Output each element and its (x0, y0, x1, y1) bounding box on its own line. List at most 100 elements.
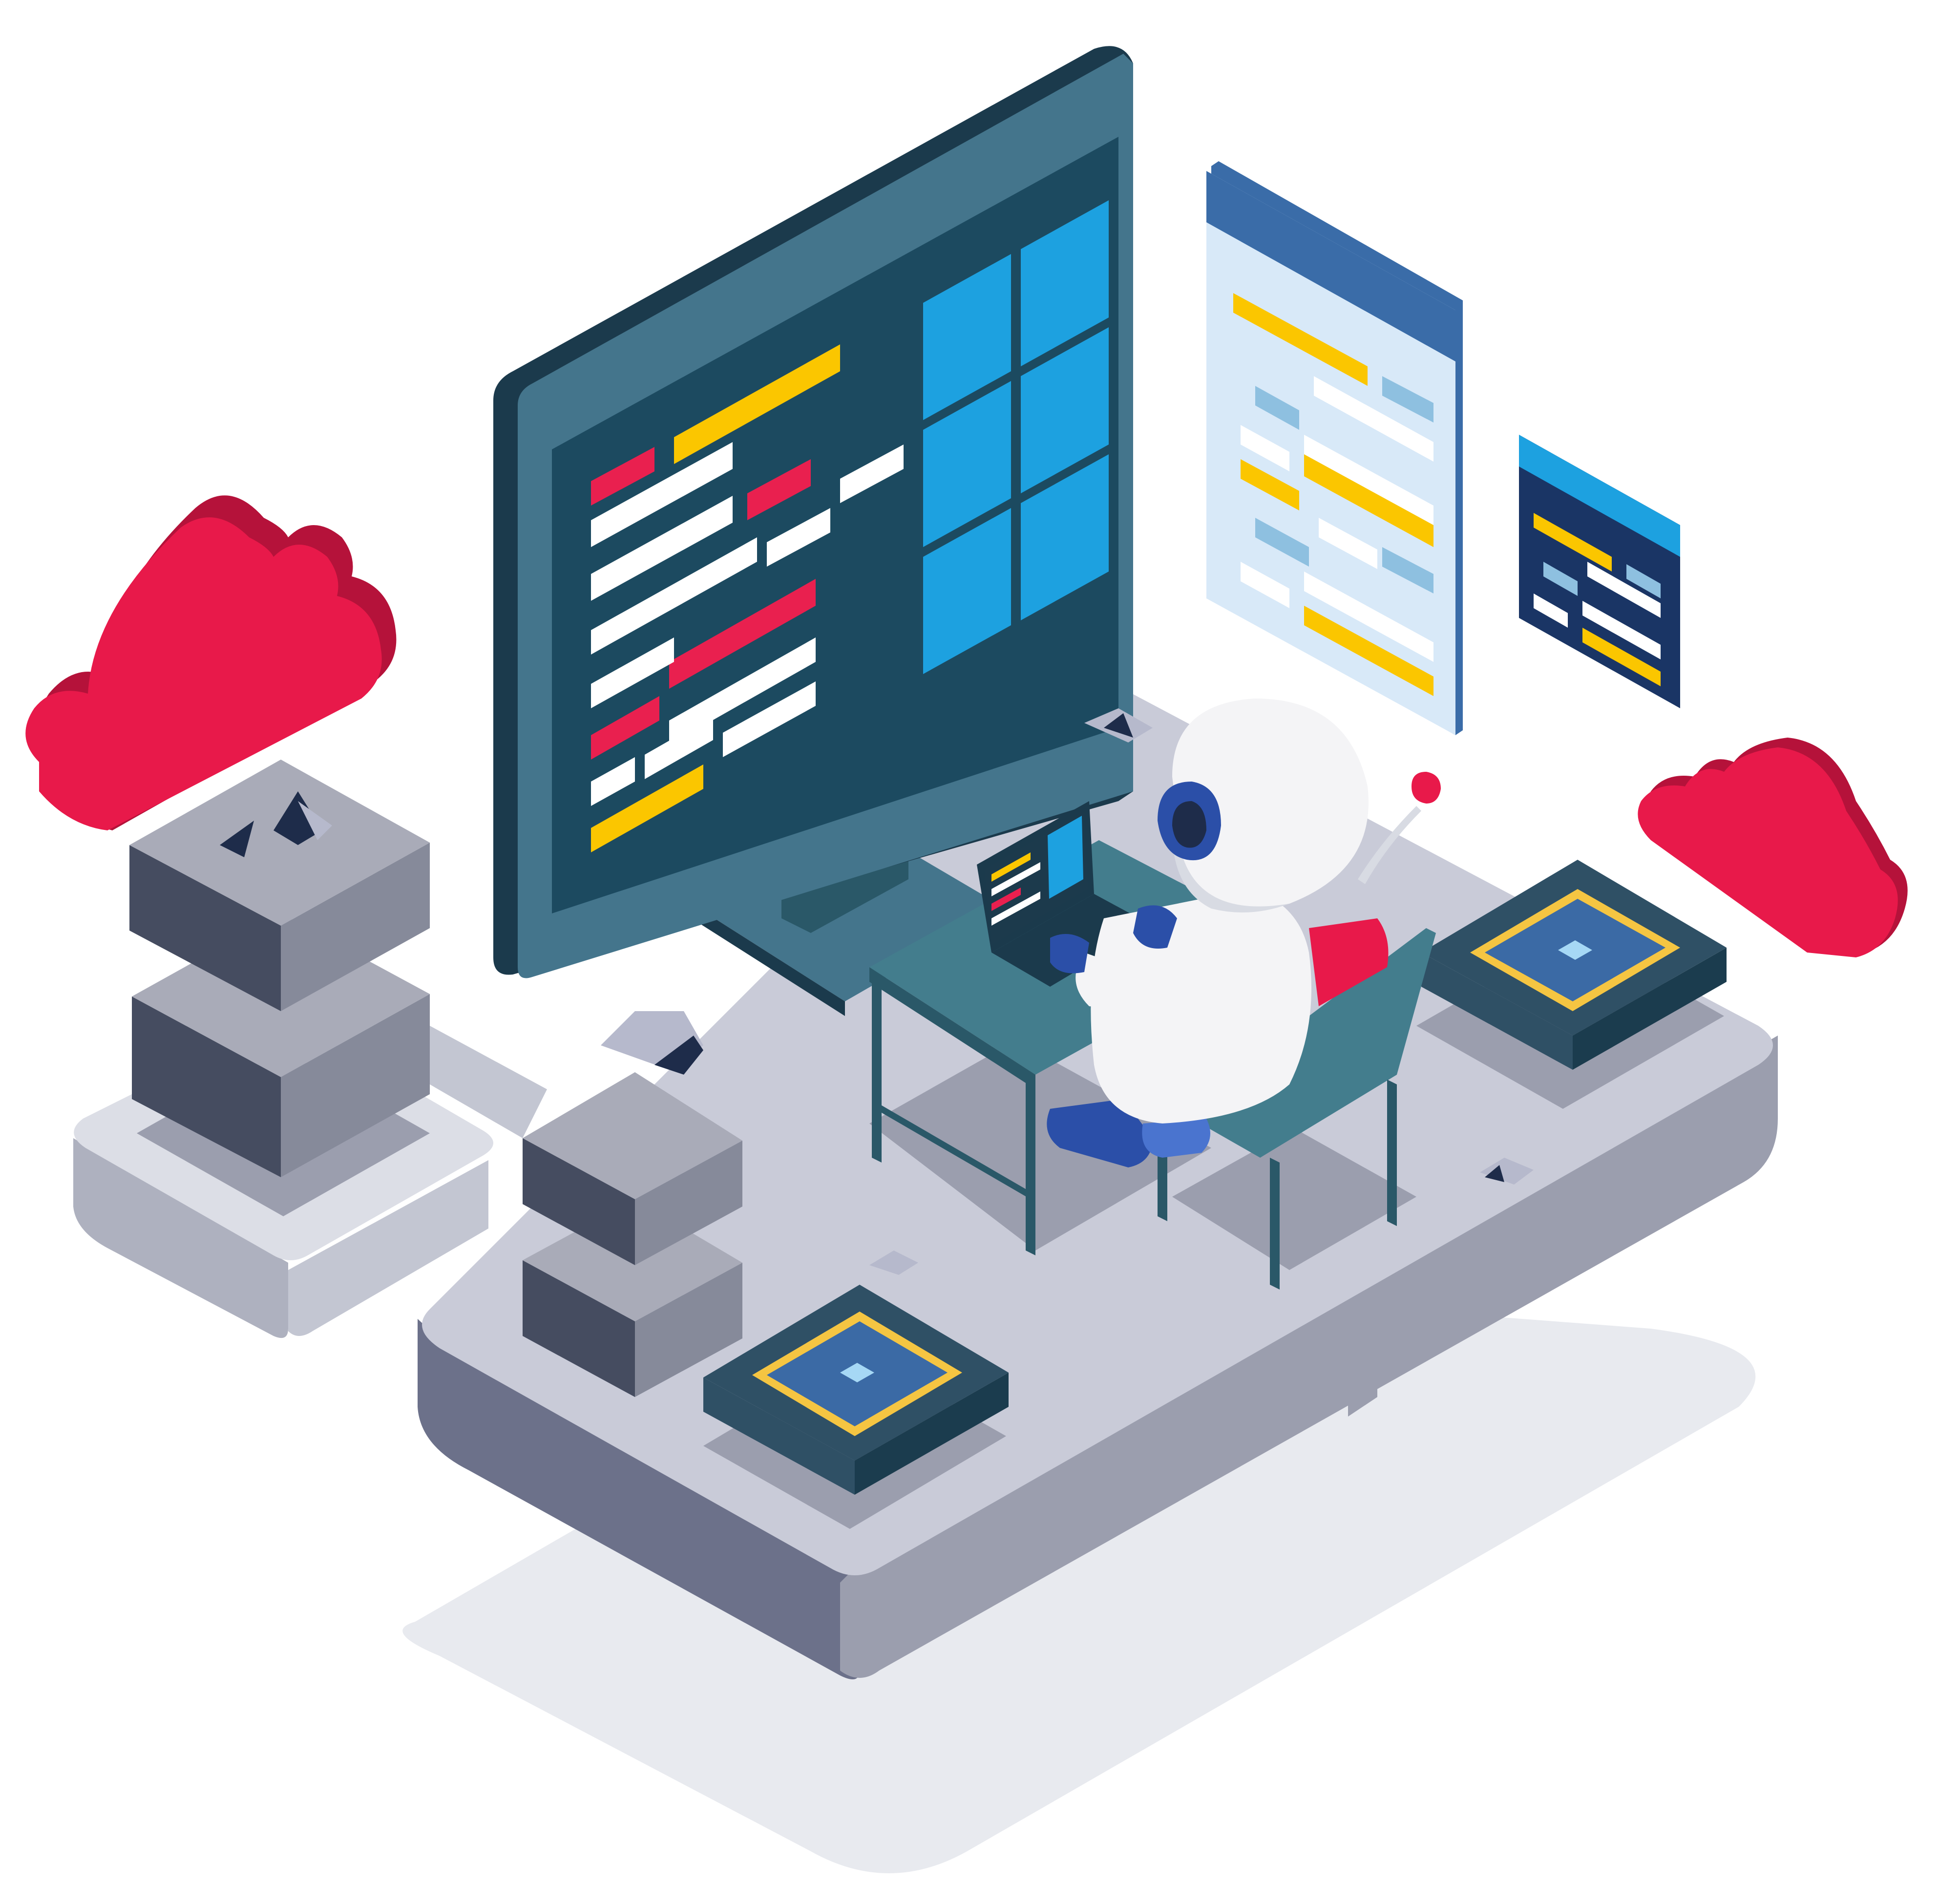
code-line-white (723, 681, 816, 757)
floor-left-face (418, 1319, 860, 1679)
rock (1485, 1165, 1504, 1182)
server-stack-icon (129, 760, 430, 1177)
desk-leg (1026, 1075, 1035, 1255)
laptop-code-line (991, 862, 1040, 896)
chip-left-face (1421, 953, 1573, 1070)
desk-shadow (869, 1040, 1211, 1250)
laptop-code-line (991, 891, 1040, 926)
slab-right-face (288, 1160, 488, 1336)
code-panel-line (1587, 562, 1661, 618)
code-panel-line (1534, 513, 1612, 572)
window-tile (923, 381, 1011, 547)
desk-front-edge (869, 967, 1035, 1089)
doc-line-white (1304, 435, 1433, 525)
chip-left-face (703, 1377, 855, 1495)
chip-center (840, 1363, 874, 1382)
doc-line-white (1314, 376, 1433, 462)
code-line-white (591, 757, 635, 806)
chip-center (1558, 940, 1592, 960)
code-panel-line (1582, 628, 1661, 686)
doc-line-white (1241, 562, 1289, 608)
storage-block-stack (523, 1072, 742, 1397)
code-window-icon (1519, 435, 1680, 708)
code-line-white (645, 716, 713, 779)
rock (1480, 1158, 1534, 1185)
doc-line-light (1255, 518, 1309, 567)
code-line-red (747, 459, 811, 520)
monitor-stand-base-side (684, 899, 845, 1016)
code-line-white (591, 537, 757, 655)
laptop-tile (1048, 816, 1083, 899)
chip-right-face (855, 1373, 1009, 1495)
window-tile (1021, 327, 1109, 493)
cpu-chip-icon (1416, 860, 1727, 1109)
desk-rail (879, 1104, 1031, 1199)
block-upper-left-face (523, 1138, 635, 1265)
doc-line-yellow (1304, 606, 1433, 696)
doc-line-light (1382, 547, 1433, 593)
code-line-white (669, 637, 816, 745)
doc-line-white (1241, 425, 1289, 471)
code-line-white (767, 508, 830, 567)
code-line-red (591, 696, 659, 760)
robot-icon (1047, 699, 1441, 1167)
doc-line-yellow (1304, 454, 1433, 547)
rock (1104, 713, 1133, 738)
rock-shard (298, 801, 332, 840)
doc-line-yellow (1233, 293, 1368, 386)
window-tile (923, 254, 1011, 420)
robot-arm (1075, 953, 1157, 1011)
window-tile (923, 508, 1011, 674)
rock-shard (220, 821, 254, 857)
code-line-red (669, 579, 816, 689)
robot-head-shade (1172, 830, 1289, 912)
code-line-white (591, 496, 733, 601)
robot-backpack (1309, 918, 1389, 1006)
code-panel-header (1519, 435, 1680, 557)
robot-visor-inner (1172, 801, 1206, 848)
robot-antenna-stem (1358, 806, 1421, 884)
floor-right-face (840, 1036, 1778, 1678)
server-upper-top-face (129, 760, 430, 926)
robot-foot (1047, 1099, 1153, 1167)
chair-leg (1270, 1158, 1280, 1290)
server-lower-right-face (281, 994, 430, 1177)
code-panel-line (1626, 564, 1661, 598)
floor-seam (1348, 1302, 1377, 1417)
chip-right-face (1573, 948, 1727, 1070)
doc-line-light (1255, 386, 1299, 430)
chair-back (1260, 928, 1436, 1158)
laptop-code-line (991, 888, 1021, 911)
doc-line-white (1319, 518, 1377, 569)
cloud-icon (25, 495, 397, 830)
monitor-icon (493, 46, 1133, 1016)
code-panel-line (1543, 562, 1578, 596)
rock (654, 1036, 703, 1075)
cloud-icon (1638, 738, 1908, 957)
server-upper-right-face (281, 843, 430, 1011)
chair-shadow (1172, 1128, 1416, 1270)
doc-line-white (1304, 572, 1433, 662)
platform-connector (430, 1026, 547, 1138)
robot-foot (1142, 1119, 1210, 1158)
window-tile (1021, 454, 1109, 620)
desk-leg (872, 977, 882, 1163)
chair-leg (1387, 1080, 1397, 1226)
code-panel-line (1582, 601, 1661, 659)
doc-line-yellow (1241, 459, 1299, 510)
document-panel-icon (1206, 161, 1463, 735)
code-panel-line (1534, 593, 1568, 628)
doc-panel-header (1206, 171, 1455, 361)
rock-shard (274, 791, 322, 845)
block-upper-top-face (523, 1072, 742, 1199)
cpu-chip-icon (703, 1285, 1009, 1529)
code-line-white (840, 445, 904, 503)
robot-body (1091, 889, 1311, 1123)
floor-rocks (601, 708, 1534, 1275)
cloud-right-front (1638, 747, 1898, 957)
robot-antenna-tip (1412, 772, 1441, 804)
robot-head (1172, 699, 1369, 907)
rock (869, 1250, 918, 1275)
chair (1158, 928, 1436, 1290)
